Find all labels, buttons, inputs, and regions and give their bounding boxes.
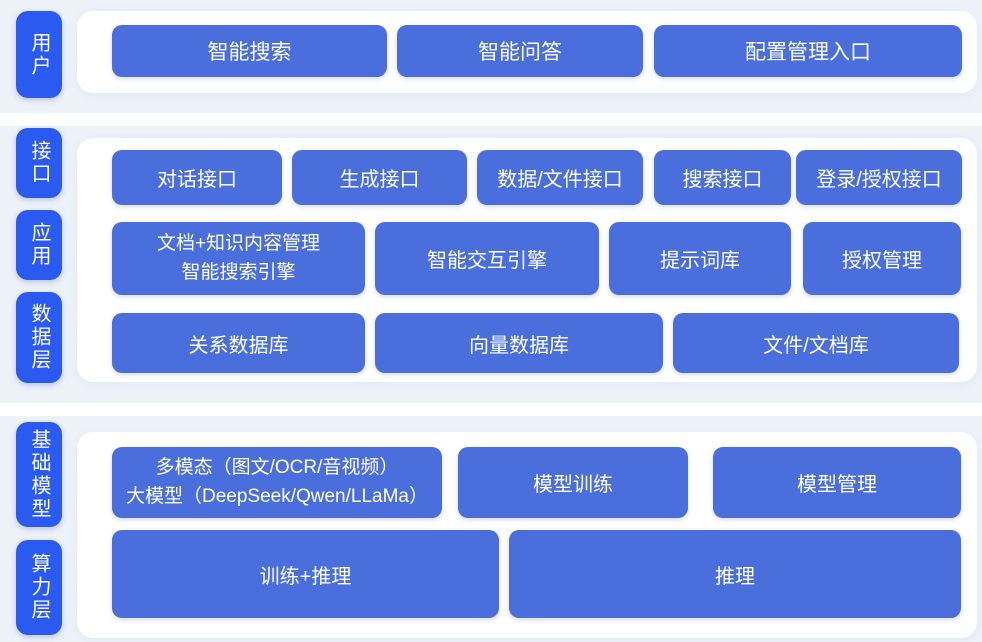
layer-pill-compute: 算力层 [16,540,62,635]
node-model-training: 模型训练 [458,447,688,518]
layer-pill-interface-label: 接口 [28,140,50,186]
node-data-file-api: 数据/文件接口 [477,150,643,205]
node-doc-knowledge-search-engine-line1: 文档+知识内容管理 [156,233,321,254]
node-training-inference: 训练+推理 [112,530,499,618]
layer-pill-compute-label: 算力层 [28,553,50,622]
node-smart-search: 智能搜索 [112,25,387,77]
layer-pill-application-label: 应用 [28,222,50,268]
node-multimodal-llm: 多模态（图文/OCR/音视频） 大模型（DeepSeek/Qwen/LLaMa） [112,447,442,518]
node-relational-db: 关系数据库 [112,313,365,373]
layer-pill-data-label: 数据层 [28,303,50,372]
layer-pill-foundation-model-label: 基础模型 [28,428,50,521]
node-config-management-entry: 配置管理入口 [654,25,962,77]
node-doc-knowledge-search-engine-line2: 智能搜索引擎 [181,261,296,283]
node-smart-qa: 智能问答 [397,25,643,77]
layer-pill-data: 数据层 [16,292,62,383]
layer-pill-interface: 接口 [16,128,62,198]
node-model-management: 模型管理 [713,447,961,518]
node-search-api: 搜索接口 [654,150,791,205]
layer-pill-user-label: 用户 [28,31,50,78]
node-login-auth-api: 登录/授权接口 [796,150,962,205]
node-dialog-api: 对话接口 [112,150,282,205]
layer-pill-foundation-model: 基础模型 [16,422,62,527]
layer-pill-user: 用户 [16,11,62,98]
node-vector-db: 向量数据库 [375,313,663,373]
node-multimodal-llm-line1: 多模态（图文/OCR/音视频） [155,457,399,478]
node-multimodal-llm-line2: 大模型（DeepSeek/Qwen/LLaMa） [125,485,428,507]
node-inference: 推理 [509,530,961,618]
node-prompt-library: 提示词库 [609,222,791,295]
node-file-doc-store: 文件/文档库 [673,313,959,373]
node-generation-api: 生成接口 [292,150,467,205]
node-doc-knowledge-search-engine: 文档+知识内容管理 智能搜索引擎 [112,222,365,295]
node-interaction-engine: 智能交互引擎 [375,222,599,295]
node-auth-management: 授权管理 [803,222,961,295]
layer-pill-application: 应用 [16,210,62,280]
